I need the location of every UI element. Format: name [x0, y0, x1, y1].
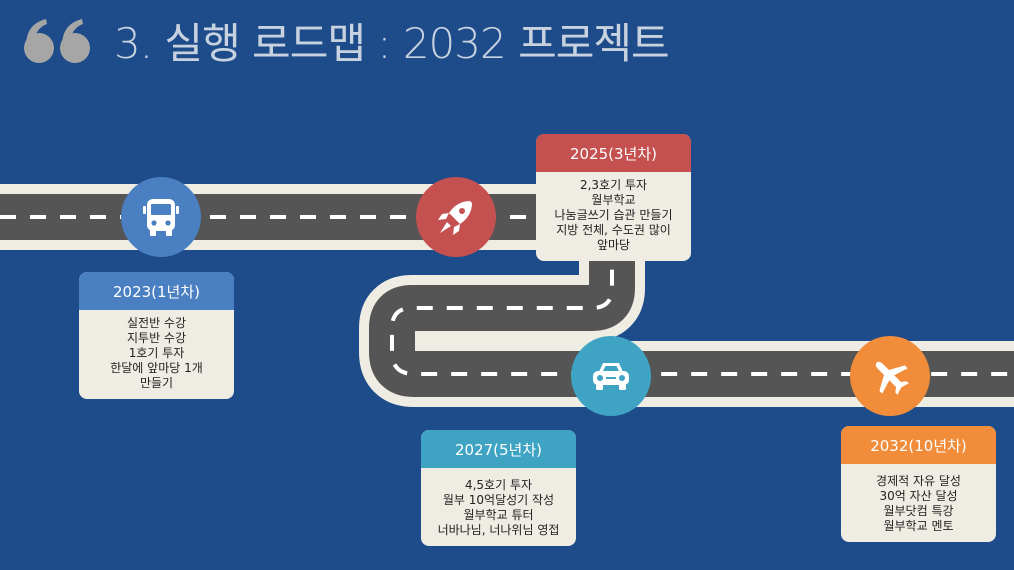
card-line: 한달에 앞마당 1개: [110, 361, 203, 375]
card-line: 만들기: [139, 376, 174, 390]
bus-icon: [143, 199, 179, 236]
card-body: 4,5호기 투자 월부 10억달성기 작성 월부학교 튜터 너바나님, 너나위님…: [421, 468, 576, 546]
card-2032: 2032(10년차) 경제적 자유 달성 30억 자산 달성 월부닷컴 특강 월…: [841, 426, 996, 542]
slide-title: 3. 실행 로드맵 : 2032 프로젝트: [114, 19, 670, 68]
car-icon: [593, 363, 629, 390]
card-line: 나눔글쓰기 습관 만들기: [554, 208, 673, 222]
card-line: 월부 10억달성기 작성: [442, 493, 555, 507]
card-line: 실전반 수강: [126, 316, 186, 330]
card-title: 2025(3년차): [536, 134, 691, 172]
card-line: 4,5호기 투자: [464, 478, 533, 492]
card-title: 2027(5년차): [421, 430, 576, 468]
card-title: 2023(1년차): [79, 272, 234, 310]
card-line: 월부학교 튜터: [463, 508, 534, 522]
rocket-icon: [438, 201, 472, 235]
title-area: 3. 실행 로드맵 : 2032 프로젝트: [22, 10, 670, 71]
double-quote-icon: [24, 18, 90, 63]
card-line: 앞마당: [596, 238, 631, 252]
card-line: 월부학교: [591, 193, 636, 207]
card-line: 2,3호기 투자: [579, 178, 648, 192]
card-2027: 2027(5년차) 4,5호기 투자 월부 10억달성기 작성 월부학교 튜터 …: [421, 430, 576, 546]
card-body: 경제적 자유 달성 30억 자산 달성 월부닷컴 특강 월부학교 멘토: [841, 464, 996, 542]
card-line: 지방 전체, 수도권 많이: [556, 223, 671, 237]
card-line: 너바나님, 너나위님 영접: [437, 523, 560, 537]
milestone-2032: [850, 336, 930, 416]
card-line: 지투반 수강: [126, 331, 186, 345]
card-body: 2,3호기 투자 월부학교 나눔글쓰기 습관 만들기 지방 전체, 수도권 많이…: [536, 172, 691, 261]
card-title: 2032(10년차): [841, 426, 996, 464]
card-line: 30억 자산 달성: [879, 489, 958, 503]
card-2025: 2025(3년차) 2,3호기 투자 월부학교 나눔글쓰기 습관 만들기 지방 …: [536, 134, 691, 261]
card-line: 월부닷컴 특강: [883, 504, 954, 518]
milestone-2025: [416, 177, 496, 257]
milestone-2023: [121, 177, 201, 257]
card-line: 1호기 투자: [128, 346, 185, 360]
airplane-icon: [875, 361, 909, 395]
milestone-2027: [571, 336, 651, 416]
card-body: 실전반 수강 지투반 수강 1호기 투자 한달에 앞마당 1개 만들기: [79, 310, 234, 399]
card-line: 경제적 자유 달성: [876, 474, 961, 488]
card-2023: 2023(1년차) 실전반 수강 지투반 수강 1호기 투자 한달에 앞마당 1…: [79, 272, 234, 399]
card-line: 월부학교 멘토: [883, 519, 954, 533]
